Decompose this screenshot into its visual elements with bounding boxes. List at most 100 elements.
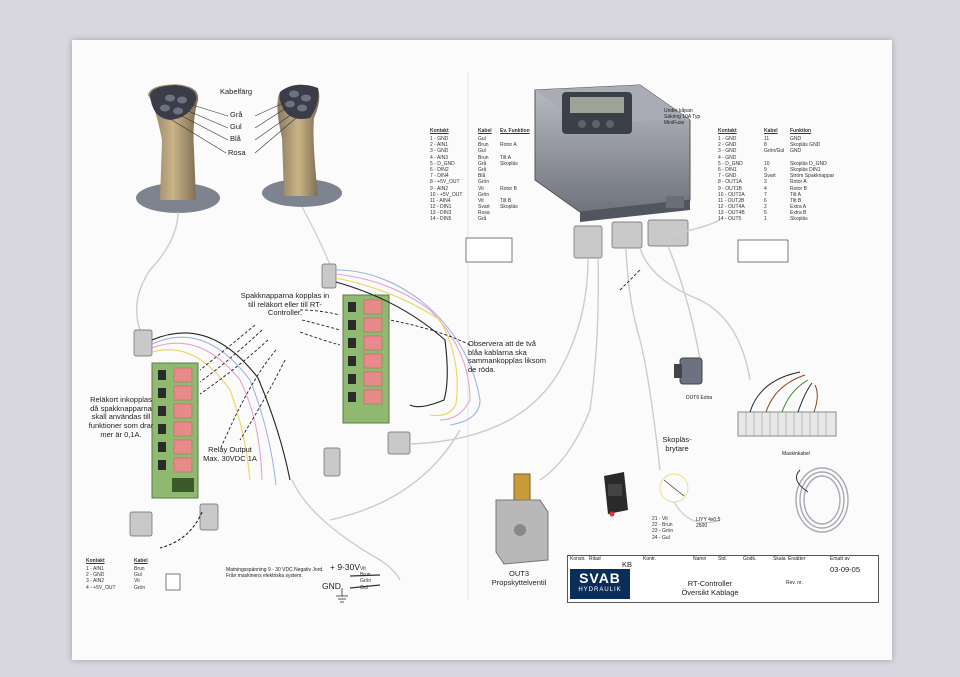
tb-header-kontr: Kontr. xyxy=(643,556,657,562)
joystick-left-cable xyxy=(135,211,179,331)
table-cell: Grön xyxy=(478,179,490,186)
relay-board-left xyxy=(151,362,199,499)
table-cell: 9 - AIN2 xyxy=(430,185,449,192)
pin-table-kabel-right: Kabel 11 8 Grön/Gul 10 9 Svart 3 4 7 6 2… xyxy=(764,128,784,223)
pin-table-kontakt-bottom: Kontakt 1 - AIN1 2 - GND 3 - AIN2 4 - +5… xyxy=(86,558,116,591)
relay-board-right xyxy=(342,294,390,424)
table-header: Funktion xyxy=(790,128,812,134)
table-cell: 2 - AIN1 xyxy=(430,142,449,149)
table-cell: 5 xyxy=(764,210,767,217)
tb-header-ersatt-av: Ersatt av xyxy=(830,556,850,562)
ground-symbol xyxy=(336,574,381,603)
table-cell: Grå xyxy=(478,160,487,167)
table-cell: 11 - OUT2B xyxy=(718,197,745,204)
pin-table-kabel-left: Kabel Gul Brun Gul Brun Grå Grå Blå Grön… xyxy=(478,128,492,223)
table-cell: 10 xyxy=(764,160,770,167)
table-cell: 9 xyxy=(764,166,767,173)
skoplas-switch xyxy=(604,472,628,517)
table-cell: Skopläs DIN1 xyxy=(790,166,821,173)
connector-pin-icons xyxy=(165,237,789,591)
table-cell: Brun xyxy=(478,154,489,161)
table-cell: 14 - DIN5 xyxy=(430,216,452,223)
joystick-left xyxy=(136,84,220,213)
note-spakknappar: Spakknapparna kopplas in till reläkort e… xyxy=(240,291,330,318)
tb-header-namn: Namn xyxy=(693,556,707,562)
table-cell: Gul xyxy=(478,136,486,142)
table-cell: 6 - DIN2 xyxy=(430,166,449,173)
title-block: SVAB HYDRAULIK Konstr. Ritad KB Kontr. N… xyxy=(567,555,879,603)
table-cell: 10 - OUT2A xyxy=(718,191,745,198)
table-header: Kontakt xyxy=(430,128,449,134)
table-cell: Rotor A xyxy=(500,142,517,149)
table-cell: Blå xyxy=(478,173,486,180)
tb-ritad-value: KB xyxy=(622,560,633,569)
tb-date: 03-09-05 xyxy=(830,565,861,574)
connectors xyxy=(129,219,689,537)
color-label-gul: Gul xyxy=(230,122,242,131)
table-cell: 6 - DIN1 xyxy=(718,166,737,173)
switch-symbol xyxy=(659,473,721,524)
table-header: Kabel xyxy=(134,558,148,564)
switch-pin-list: 21 - Vit 22 - Brun 23 - Grön 24 - Gul xyxy=(652,516,673,541)
cable-color-title: Kabelfärg xyxy=(220,87,253,96)
table-cell: Rotor B xyxy=(500,185,517,192)
switch-pin: 22 - Brun xyxy=(652,522,673,529)
note-observera: Observera att de två blåa kablarna ska s… xyxy=(468,339,546,374)
terminal-block xyxy=(737,371,837,437)
machine-cable-coil xyxy=(795,467,849,533)
table-cell: 11 xyxy=(764,136,770,142)
out3-valve xyxy=(495,473,549,565)
table-cell: 12 - DIN1 xyxy=(430,204,452,211)
table-cell: 3 - AIN2 xyxy=(86,578,105,585)
tb-header-ersatter: Ersätter xyxy=(788,556,806,562)
color-label-bla: Blå xyxy=(230,134,241,143)
table-cell: Vit xyxy=(478,197,484,204)
power-wire: Gul xyxy=(360,584,368,591)
table-cell: Svart xyxy=(764,173,776,180)
table-cell: 1 - GND xyxy=(430,136,449,142)
table-header: Kontakt xyxy=(86,558,105,564)
table-cell: Vit xyxy=(134,578,140,585)
tb-header-skala: Skala xyxy=(773,556,786,562)
table-cell: Grön xyxy=(134,584,146,591)
joystick-right xyxy=(262,84,342,207)
table-cell: 12 - OUT4A xyxy=(718,204,745,211)
power-wire: Grön xyxy=(360,578,372,585)
pin-table-kabel-bottom: Kabel Brun Gul Vit Grön xyxy=(134,558,148,591)
table-cell: Brun xyxy=(134,566,145,572)
pin-table-funktion-left: Ev. Funktion Rotor A Tilt A Skopläs Roto… xyxy=(500,128,530,223)
table-cell: 4 - +5V_OUT xyxy=(86,584,116,591)
label-maskinkabel: Maskinkabel xyxy=(782,451,810,457)
color-legend-pointers xyxy=(171,99,297,154)
table-cell: Tilt B xyxy=(500,197,512,204)
table-cell: Skopläs xyxy=(500,160,518,167)
pin-table-funktion-right: Funktion GND Skopläs GND GND Skopläs D_G… xyxy=(790,128,834,223)
table-cell: GND xyxy=(790,148,802,155)
power-wire-labels: Vit Brun Grön Gul xyxy=(360,566,371,591)
table-cell: Skopläs D_GND xyxy=(790,160,827,167)
table-cell: 4 - AIN3 xyxy=(430,154,449,161)
table-cell: Rotor B xyxy=(790,185,807,192)
table-cell: 13 - DIN3 xyxy=(430,210,452,217)
table-cell: Ström Spakknappar xyxy=(790,173,835,180)
table-cell: 1 - GND xyxy=(718,136,737,142)
tb-title-line2: Översikt Kablage xyxy=(681,588,739,597)
table-header: Ev. Funktion xyxy=(500,128,530,134)
table-cell: 8 - +5V_OUT xyxy=(430,179,460,186)
table-cell: Rotor A xyxy=(790,179,807,186)
table-cell xyxy=(500,216,530,222)
table-cell: 8 - OUT1A xyxy=(718,179,742,186)
tb-header-godk: Godk. xyxy=(743,556,757,562)
joystick-right-cable xyxy=(301,206,331,266)
table-cell: 5 - D_GND xyxy=(430,160,455,167)
table-cell: 7 - DIN4 xyxy=(430,173,449,180)
table-cell: Tilt A xyxy=(500,154,511,161)
table-cell: Extra A xyxy=(790,204,807,211)
label-gnd: GND xyxy=(322,581,341,591)
table-cell: Tilt B xyxy=(790,197,802,204)
table-cell: Brun xyxy=(478,142,489,149)
table-cell: Grön xyxy=(478,191,490,198)
rt-controller xyxy=(534,84,691,222)
table-cell: 2 - GND xyxy=(718,142,737,149)
note-matning: Matningsspänning 9 - 30 VDC Negativ Jord… xyxy=(226,567,324,579)
